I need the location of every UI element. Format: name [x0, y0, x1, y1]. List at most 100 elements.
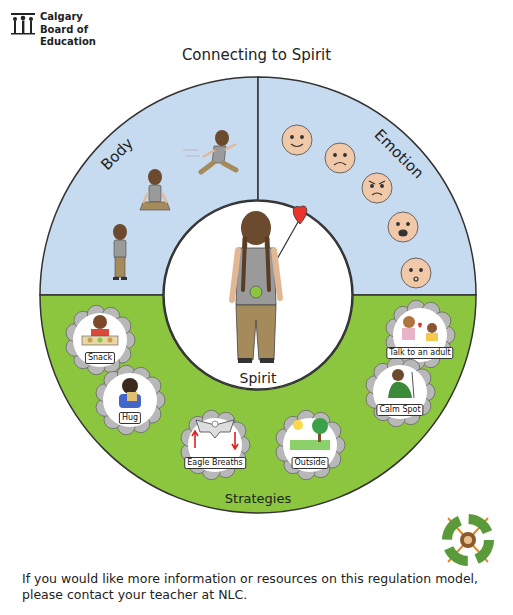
- cloud-label: Calm Spot: [376, 404, 423, 416]
- calm-spot-icon: [388, 369, 414, 398]
- board-logo-icon: [21, 16, 26, 21]
- medicine-wheel-logo: [460, 532, 476, 548]
- snack-icon: [82, 336, 118, 345]
- running-figure: [215, 130, 229, 146]
- talk-icon: [402, 316, 438, 341]
- cloud-label: Talk to an adult: [386, 347, 453, 359]
- sitting-figure: [149, 185, 161, 202]
- snack-icon: [91, 329, 109, 337]
- emotion-faces: [325, 143, 355, 173]
- sitting-figure: [140, 169, 170, 210]
- emotion-faces: [388, 212, 418, 242]
- standing-figure: [114, 240, 126, 258]
- strategy-cloud: Calm Spot: [365, 357, 435, 427]
- talk-icon: [402, 328, 415, 340]
- spirit-girl: [238, 358, 252, 363]
- region-outline: [163, 200, 353, 390]
- cloud-outline: [95, 365, 165, 435]
- standing-figure: [121, 277, 127, 280]
- running-figure: [203, 144, 236, 157]
- spirit-girl: [293, 206, 307, 224]
- cloud-label: Snack: [85, 352, 115, 364]
- board-logo-icon: [11, 13, 35, 35]
- running-figure: [212, 146, 226, 163]
- snack-icon: [98, 338, 103, 343]
- cloud-inner: [103, 373, 157, 427]
- face-features: [371, 185, 374, 188]
- board-logo-icon: [22, 21, 24, 34]
- cloud-outline: [180, 410, 250, 480]
- running-figure: [183, 150, 200, 156]
- spirit-girl: [243, 238, 269, 290]
- outside-icon: [290, 418, 330, 450]
- strategy-cloud: Hug: [95, 365, 165, 435]
- strategy-cloud: Eagle Breaths: [180, 410, 250, 480]
- eagle-icon: [212, 421, 218, 427]
- strategy-cloud: Outside: [275, 410, 345, 480]
- talk-icon: [426, 333, 438, 341]
- eagle-icon: [196, 420, 234, 438]
- face-features: [334, 154, 337, 157]
- talk-icon: [403, 316, 415, 328]
- medicine-wheel-logo: [448, 518, 488, 562]
- board-name: Calgary Board of Education: [40, 11, 116, 49]
- spirit-girl: [272, 222, 298, 268]
- medicine-wheel-logo: [447, 518, 489, 562]
- footer-note: If you would like more information or re…: [22, 571, 500, 602]
- board-logo-icon: [11, 33, 35, 35]
- face-features: [420, 269, 423, 272]
- face-features: [301, 136, 304, 139]
- medicine-wheel-logo: [464, 536, 472, 544]
- region-fill: [164, 201, 352, 389]
- standing-figure: [115, 257, 125, 277]
- talk-icon: [427, 323, 437, 333]
- board-logo-icon: [30, 21, 32, 33]
- hug-icon: [119, 378, 141, 408]
- cloud-label: Outside: [292, 457, 329, 469]
- board-logo-icon: [14, 21, 16, 33]
- face-features: [291, 136, 294, 139]
- snack-icon: [108, 338, 113, 343]
- face-features: [372, 193, 382, 195]
- region-label: Strategies: [225, 491, 291, 506]
- emotion-faces: [401, 258, 431, 288]
- region-label: Spirit: [240, 370, 277, 386]
- board-logo-icon: [29, 17, 33, 21]
- cloud-outline: [365, 357, 435, 427]
- spirit-girl: [236, 248, 276, 305]
- face-features: [381, 185, 384, 188]
- board-logo-icon: [11, 13, 35, 15]
- strategy-cloud: Snack: [65, 305, 135, 375]
- calm-spot-icon: [388, 382, 412, 398]
- running-figure: [201, 163, 236, 172]
- cloud-outline: [275, 410, 345, 480]
- eagle-icon: [232, 432, 238, 449]
- standing-figure: [113, 277, 119, 280]
- face-features: [407, 223, 410, 226]
- snack-icon: [88, 338, 93, 343]
- sitting-figure: [140, 202, 170, 210]
- snack-icon: [82, 315, 118, 345]
- outside-icon: [318, 428, 321, 442]
- cloud-inner: [73, 313, 127, 367]
- cloud-inner: [373, 365, 427, 419]
- snack-icon: [93, 315, 107, 329]
- emotion-faces: [282, 125, 431, 288]
- sitting-figure: [143, 193, 167, 203]
- medicine-wheel-logo: [447, 519, 489, 561]
- standing-figure: [113, 224, 127, 240]
- talk-icon: [418, 323, 422, 328]
- spirit-girl: [250, 286, 262, 298]
- face-features: [334, 163, 346, 166]
- spirit-girl: [243, 238, 269, 290]
- running-figure: [183, 130, 236, 172]
- sitting-figure: [148, 169, 162, 185]
- spirit-girl: [232, 250, 280, 300]
- face-features: [369, 181, 385, 184]
- strategies-band: Strategies Talk to an adult SnackHugCalm S…: [40, 295, 476, 513]
- standing-figure: [113, 224, 127, 280]
- eagle-icon: [192, 420, 238, 449]
- hug-icon: [127, 392, 137, 401]
- spirit-circle: Spirit: [163, 200, 353, 390]
